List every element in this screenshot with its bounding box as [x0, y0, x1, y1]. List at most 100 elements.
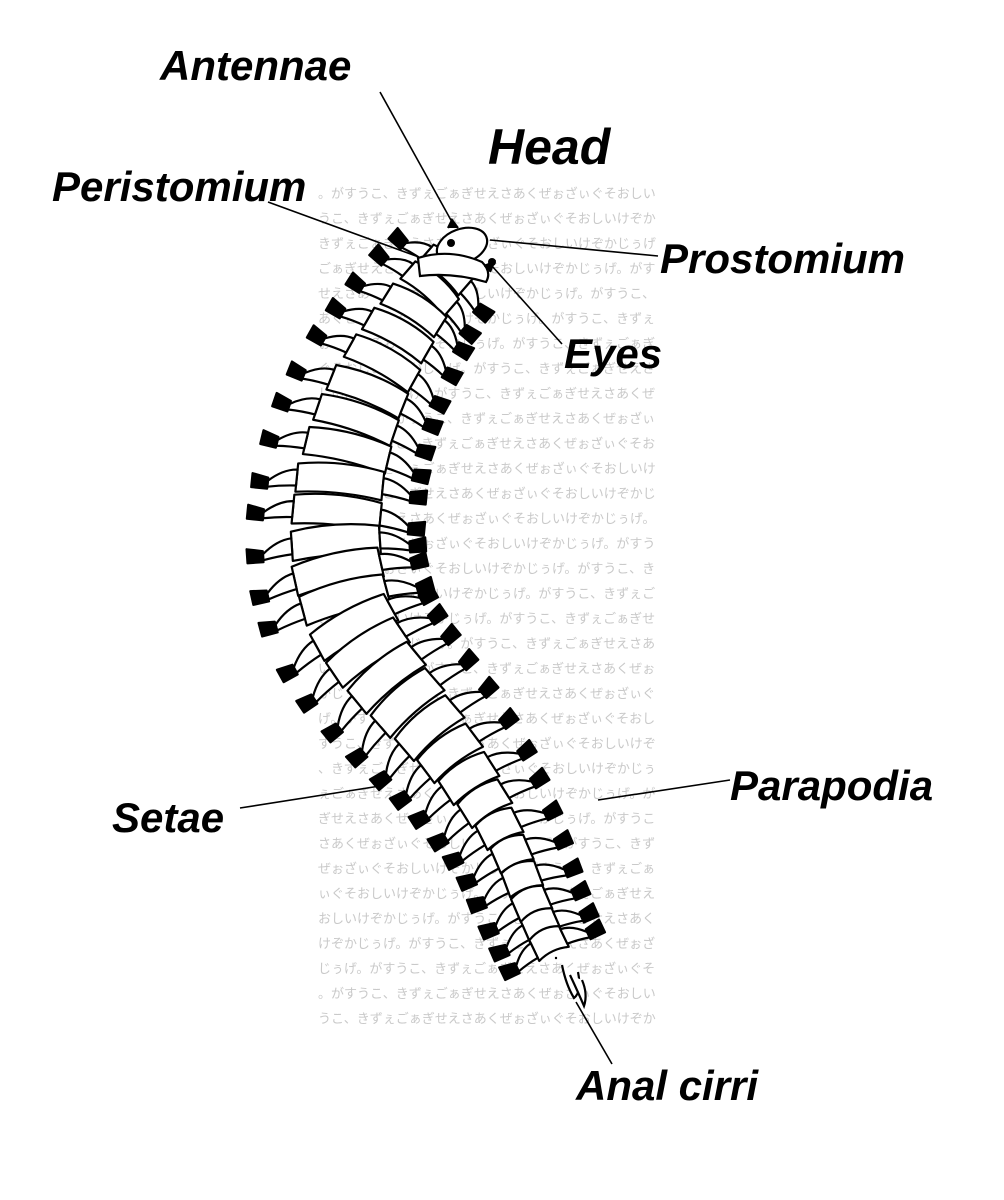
segment-ring	[325, 363, 410, 420]
setae-tuft	[428, 395, 452, 415]
body-segment	[455, 829, 575, 892]
anal-cirri-shape	[560, 964, 587, 1010]
setae-tuft	[455, 873, 479, 892]
body-segment	[344, 648, 480, 769]
antennae-label: Antennae	[159, 42, 351, 89]
parapodium	[472, 852, 500, 884]
body-segment	[275, 583, 440, 684]
setae-tuft	[408, 489, 429, 506]
setae-tuft	[245, 548, 265, 565]
setae-tuft	[408, 536, 428, 554]
parapodium	[458, 829, 487, 862]
body-segment	[368, 675, 500, 792]
setae-tuft	[465, 896, 488, 915]
setae-tuft	[344, 271, 367, 294]
segment-ring	[324, 616, 411, 689]
parapodium	[275, 431, 310, 450]
body-segment	[320, 623, 462, 744]
segment-ring	[360, 306, 435, 365]
bleed-through-row: うこ、きずぇごぁぎせえさあくぜぉざぃぐそおしいけぞか	[318, 211, 656, 227]
eye-mark	[447, 239, 455, 247]
parapodium	[292, 639, 323, 674]
setae-tuft	[440, 623, 462, 647]
setae-tuft	[305, 324, 328, 347]
setae-tuft	[488, 943, 511, 963]
setae-tuft	[584, 918, 607, 941]
setae-tuft	[478, 675, 500, 700]
body-segment	[245, 523, 428, 565]
parapodium	[494, 902, 521, 933]
body-segment	[249, 546, 430, 606]
body-segment	[259, 425, 432, 486]
peristomium-label: Peristomium	[52, 163, 306, 210]
segment-ring	[393, 694, 466, 763]
setae-tuft	[441, 851, 465, 871]
setae-leader	[239, 785, 381, 809]
antenna-mark	[483, 260, 496, 273]
setae-tuft	[410, 468, 432, 486]
parapodium	[383, 579, 420, 598]
setae-tuft	[344, 747, 369, 769]
body-segment	[245, 492, 427, 537]
segment-ring	[346, 640, 427, 715]
parapodium	[261, 537, 294, 562]
setae-tuft	[516, 738, 538, 762]
body-segment	[344, 271, 476, 362]
setae-tuft	[552, 829, 575, 851]
segment-ring	[437, 750, 501, 807]
antennae-leader	[379, 91, 453, 223]
segment-ring	[528, 925, 570, 963]
worm-body	[245, 226, 607, 982]
peristomium-leader	[267, 201, 417, 257]
setae-tuft	[457, 648, 480, 672]
parapodium	[266, 468, 299, 488]
setae-tuft	[295, 693, 319, 714]
setae-tuft	[498, 962, 521, 982]
setae-tuft	[541, 799, 564, 822]
parapodia-label: Parapodia	[730, 762, 933, 809]
setae-tuft	[368, 243, 390, 267]
anal-cirri-label: Anal cirri	[575, 1062, 759, 1109]
setae-tuft	[458, 323, 482, 345]
setae-tuft	[271, 391, 292, 413]
setae-tuft	[409, 551, 430, 571]
bleed-through-row: 。がすうこ、きずぇごぁぎせえさあくぜぉざぃぐそおしい	[318, 186, 656, 202]
setae-tuft	[324, 297, 347, 320]
head-label: Head	[488, 119, 612, 175]
parapodium	[274, 602, 307, 632]
setae-tuft	[320, 722, 344, 744]
setae-tuft	[477, 922, 500, 941]
body-segment	[407, 738, 538, 830]
bleed-through-row: じぅげ。がすうこ、きずぇごぁぎせえさあくぜぉざぃぐそ	[318, 961, 655, 977]
segment-ring	[415, 722, 485, 785]
body-segment	[426, 766, 551, 853]
setae-tuft	[275, 663, 299, 684]
setae-tuft	[406, 520, 427, 537]
setae-label: Setae	[112, 794, 224, 841]
body-segment	[465, 857, 584, 915]
setae-tuft	[368, 770, 393, 792]
leader-lines	[239, 91, 731, 1065]
setae-tuft	[472, 302, 496, 324]
body-segment	[250, 461, 429, 506]
body-segment	[388, 707, 520, 811]
setae-tuft	[417, 583, 440, 607]
body-segment	[285, 360, 444, 436]
setae-tuft	[451, 341, 476, 362]
parapodium	[301, 367, 336, 386]
setae-tuft	[387, 226, 409, 251]
body-segment	[271, 391, 437, 462]
setae-tuft	[259, 429, 280, 449]
setae-tuft	[245, 503, 265, 522]
setae-tuft	[578, 902, 600, 924]
bleed-through-row: 。がすうこ、きずぇごぁぎせえさあくぜぉざぃぐそおしい	[318, 986, 656, 1002]
body-segment	[305, 324, 452, 415]
anal-cirri-leader	[575, 1001, 613, 1065]
body-segment	[295, 603, 449, 714]
setae-tuft	[407, 809, 431, 830]
setae-tuft	[421, 417, 444, 436]
body-segment	[324, 297, 464, 387]
setae-tuft	[414, 443, 437, 462]
setae-tuft	[249, 589, 271, 606]
